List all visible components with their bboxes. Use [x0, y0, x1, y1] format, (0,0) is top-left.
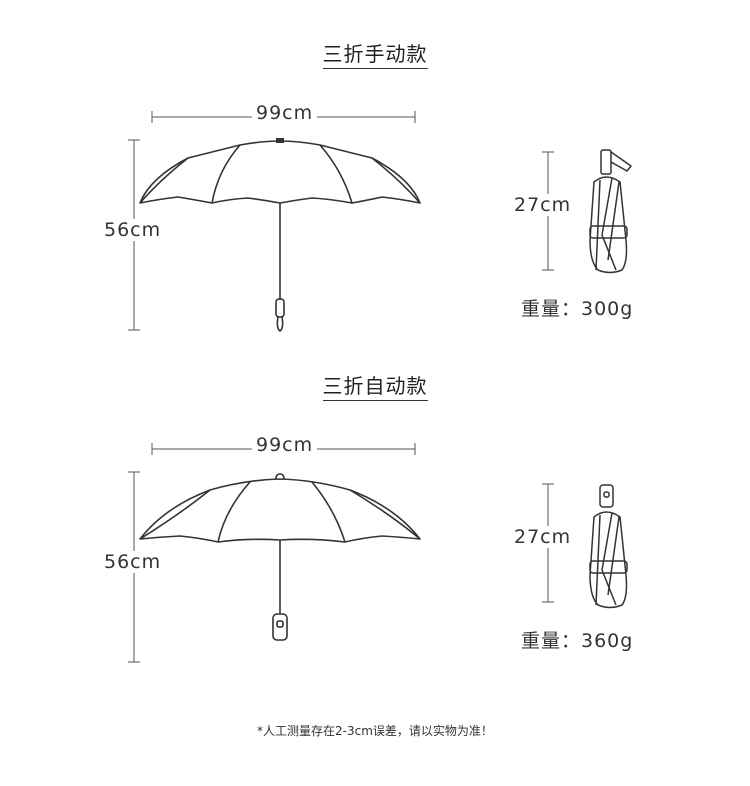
- folded-length-label: 27cm: [510, 526, 576, 548]
- auto-umbrella-section: 三折自动款: [0, 332, 750, 672]
- folded-umbrella-drawing: [589, 149, 632, 274]
- folded-length-label: 27cm: [510, 194, 576, 216]
- measurement-footnote: *人工测量存在2-3cm误差，请以实物为准！: [257, 724, 493, 738]
- auto-umbrella-diagram: [128, 443, 628, 663]
- manual-umbrella-diagram: [128, 111, 632, 332]
- open-umbrella-drawing: [139, 473, 421, 641]
- weight-label: 重量：300g: [517, 294, 638, 321]
- manual-section-title: 三折手动款: [322, 42, 428, 69]
- auto-section-title: 三折自动款: [322, 374, 428, 401]
- height-label: 56cm: [100, 551, 166, 573]
- open-umbrella-drawing: [139, 140, 421, 332]
- width-label: 99cm: [252, 434, 318, 456]
- weight-label: 重量：360g: [517, 626, 638, 653]
- manual-umbrella-section: 三折手动款: [0, 0, 750, 340]
- folded-umbrella-drawing: [589, 484, 628, 609]
- width-label: 99cm: [252, 102, 318, 124]
- height-label: 56cm: [100, 219, 166, 241]
